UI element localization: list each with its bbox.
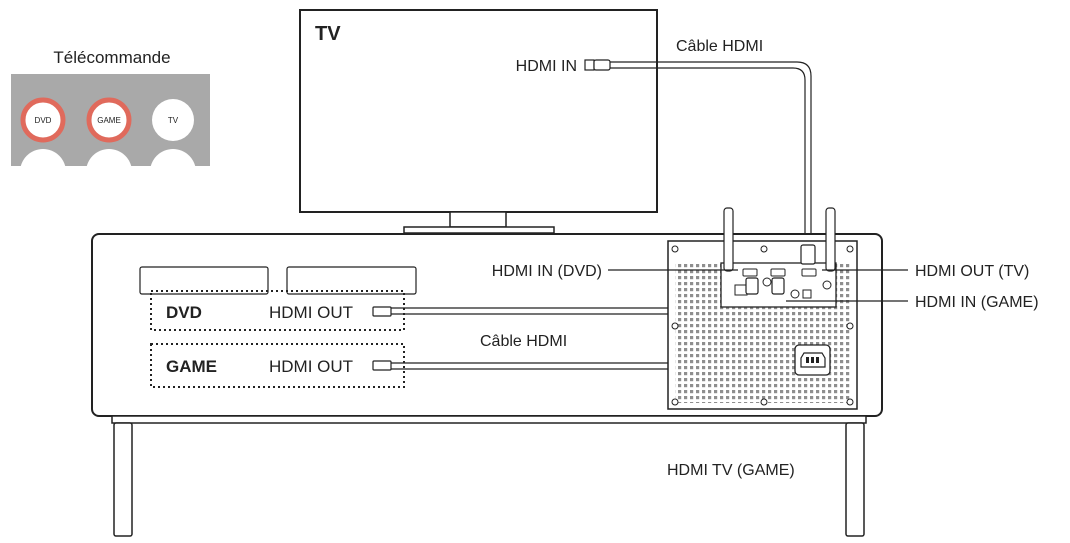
power-socket (794, 344, 831, 376)
device-game-hdmi-port (372, 360, 392, 371)
remote-button-dvd[interactable]: DVD (20, 97, 66, 143)
cable-middle-label: Câble HDMI (480, 333, 567, 350)
unit-hdmi-in-dvd-label: HDMI IN (DVD) (492, 263, 602, 280)
cable-top-label: Câble HDMI (676, 38, 763, 55)
unit-hdmi-out-tv-label: HDMI OUT (TV) (915, 263, 1029, 280)
device-dvd: DVD HDMI OUT (150, 290, 405, 331)
av-unit-panel (667, 207, 858, 410)
device-game: GAME HDMI OUT (150, 343, 405, 388)
tv-screen (299, 9, 658, 213)
device-game-port-label: HDMI OUT (269, 357, 353, 376)
device-game-name: GAME (166, 357, 217, 376)
shelf-slot (139, 266, 269, 295)
tv: TV HDMI IN (299, 9, 658, 234)
tv-stand-neck (449, 211, 507, 228)
device-dvd-name: DVD (166, 303, 202, 322)
cable-plug-tv (593, 59, 611, 71)
shelf-slot (286, 266, 417, 295)
cable-plug-dvd (745, 277, 759, 295)
unit-hdmi-in-game-port (770, 268, 786, 277)
cable-plug-tv-unit (800, 244, 816, 265)
cable-plug-game (771, 277, 785, 295)
device-game-box (150, 343, 405, 388)
remote-title: Télécommande (53, 48, 170, 67)
antenna-left (723, 207, 734, 272)
tv-title: TV (315, 23, 341, 45)
cable-tv: Câble HDMI (593, 38, 812, 245)
unit-hdmi-in-dvd-port (742, 268, 758, 277)
remote-button-dvd-label: DVD (35, 116, 52, 125)
tv-stand-base (403, 226, 555, 234)
cabinet-leg-left (113, 422, 133, 537)
device-dvd-box (150, 290, 405, 331)
remote-button-game[interactable]: GAME (86, 97, 132, 143)
remote-button-game-label: GAME (97, 116, 121, 125)
tv-hdmi-in-label: HDMI IN (516, 58, 577, 75)
cabinet-bottom-rail (111, 415, 867, 424)
unit-hdmi-in-game-label: HDMI IN (GAME) (915, 294, 1039, 311)
remote-control: Télécommande DVD GAME TV (0, 48, 220, 195)
remote-button-tv-label: TV (168, 116, 179, 125)
antenna-right (825, 207, 836, 272)
unit-hdmi-out-tv-port (801, 268, 817, 277)
tv-hdmi-port (584, 59, 595, 71)
device-dvd-port-label: HDMI OUT (269, 303, 353, 322)
cabinet-leg-right (845, 422, 865, 537)
diagram-caption: HDMI TV (GAME) (667, 462, 795, 479)
device-dvd-hdmi-port (372, 306, 392, 317)
remote-button-tv[interactable]: TV (152, 99, 194, 141)
